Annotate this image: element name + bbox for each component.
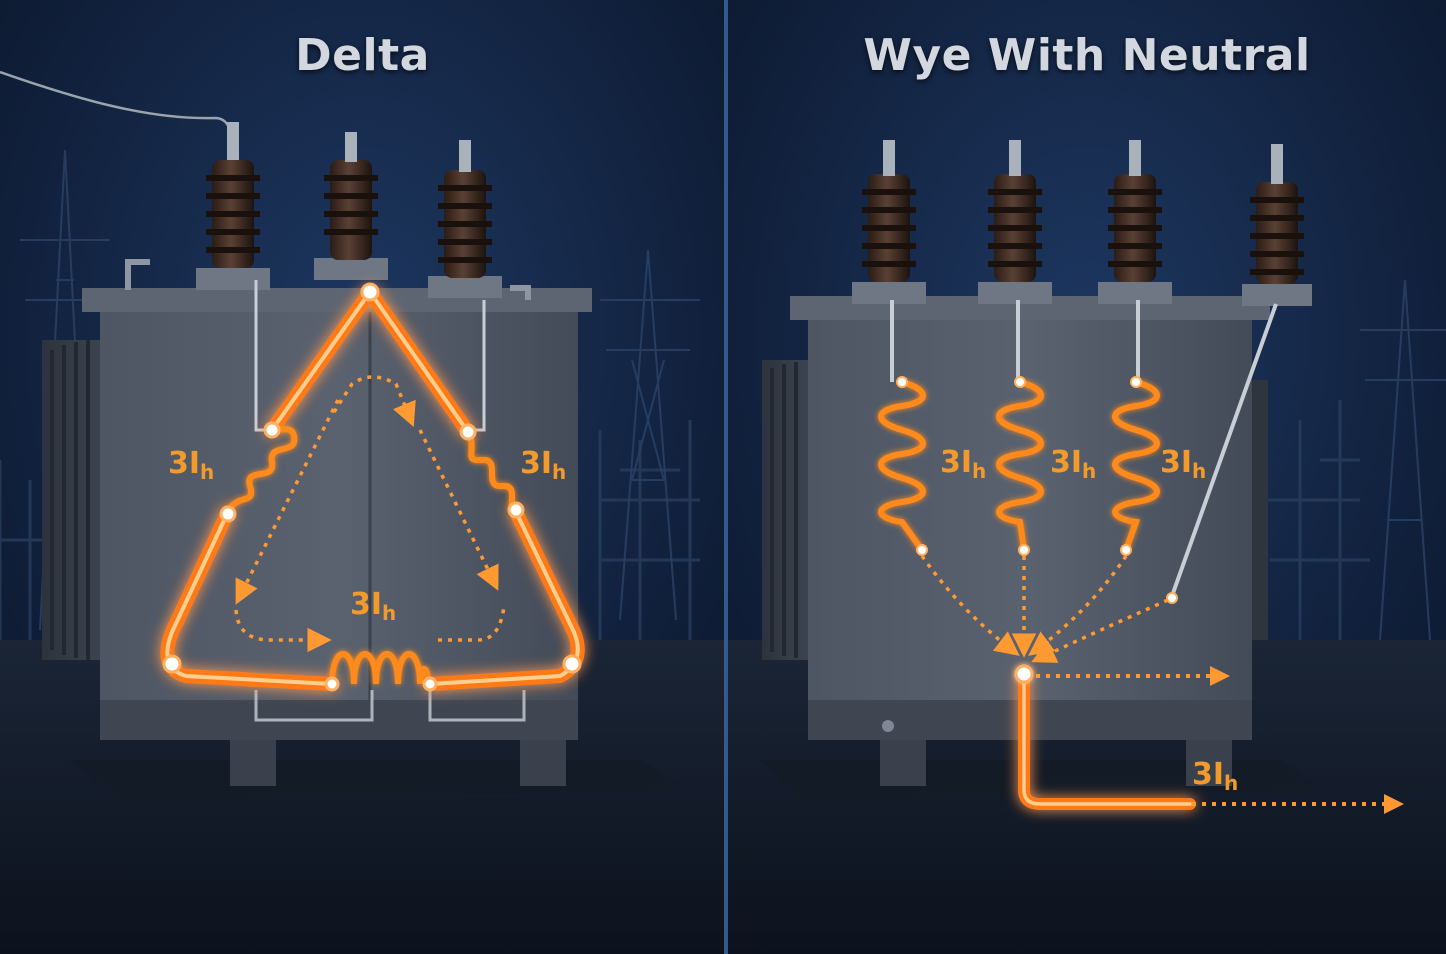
wye-label-1: 3Ih <box>940 445 986 483</box>
wye-star-point <box>1014 664 1034 684</box>
delta-nodes <box>162 282 582 692</box>
panel-divider <box>724 0 728 954</box>
wye-bushing-2 <box>978 140 1052 304</box>
delta-bushing-2 <box>314 132 388 280</box>
wye-coil-2 <box>996 379 1044 551</box>
wye-neutral-lead <box>1170 303 1278 597</box>
right-pylons <box>1360 279 1446 641</box>
delta-bushing-1 <box>196 122 270 290</box>
delta-label-center: 3Ih <box>350 587 396 625</box>
delta-circulation-arrows <box>234 375 506 653</box>
wye-label-2: 3Ih <box>1050 445 1096 483</box>
delta-tank-lid <box>82 288 592 312</box>
delta-coil-left <box>225 426 298 514</box>
wye-bushing-neutral <box>1242 144 1312 306</box>
delta-foot-right <box>520 740 566 786</box>
delta-radiator <box>42 340 102 660</box>
delta-coil-bottom <box>329 651 431 685</box>
wye-neutral-current <box>1018 668 1196 810</box>
wye-converging-arrows <box>920 554 1169 663</box>
delta-bushing-3 <box>428 140 502 298</box>
delta-coils <box>225 426 517 685</box>
wye-bushing-1 <box>852 140 926 304</box>
wye-label-neutral: 3Ih <box>1192 757 1238 795</box>
wye-bushing-3 <box>1098 140 1172 304</box>
wye-label-3: 3Ih <box>1160 445 1206 483</box>
wye-coil-3 <box>1112 379 1160 552</box>
delta-coil-right <box>465 430 517 515</box>
delta-label-right: 3Ih <box>520 446 566 484</box>
wye-coil-1 <box>878 379 926 552</box>
panel-title-wye: Wye With Neutral <box>863 30 1311 81</box>
panel-title-delta: Delta <box>295 30 430 81</box>
wye-foot-right <box>1186 740 1232 786</box>
wye-coil-nodes <box>896 376 1178 604</box>
delta-foot-left <box>230 740 276 786</box>
wye-radiator <box>762 360 808 660</box>
wye-foot-left <box>880 740 926 786</box>
delta-transformer <box>42 122 690 800</box>
wye-coils <box>878 379 1160 552</box>
delta-label-left: 3Ih <box>168 446 214 484</box>
